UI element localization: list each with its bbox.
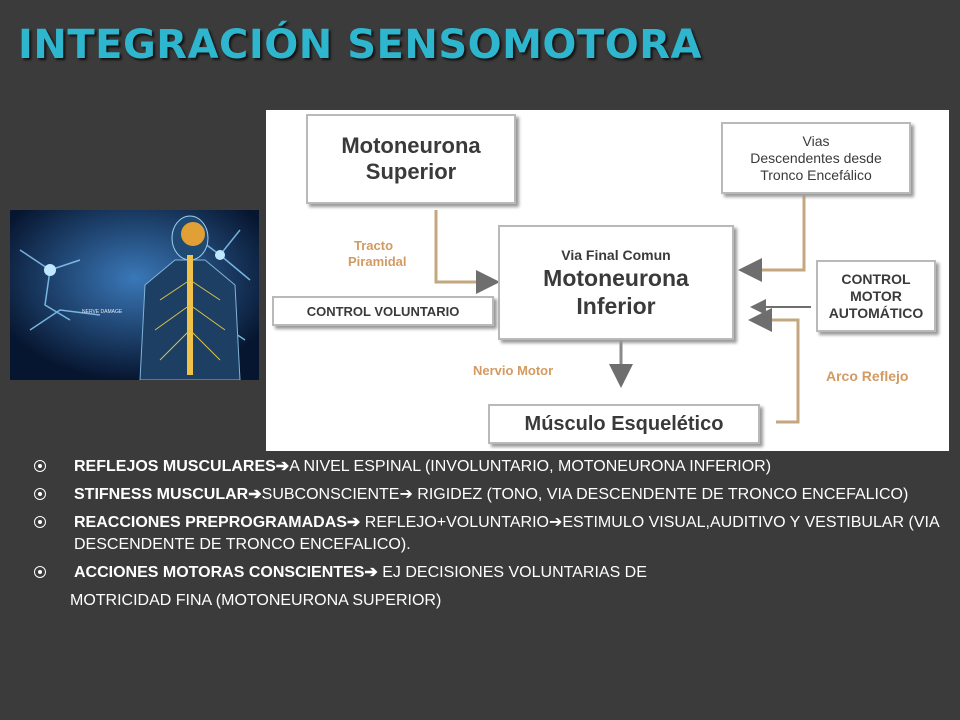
slide-title: INTEGRACIÓN SENSOMOTORA (18, 22, 702, 68)
bullet-icon (34, 488, 46, 500)
label-tracto-piramidal: Tracto Piramidal (348, 238, 407, 269)
list-item: REACCIONES PREPROGRAMADAS➔ REFLEJO+VOLUN… (34, 512, 944, 556)
list-item: REFLEJOS MUSCULARES➔A NIVEL ESPINAL (INV… (34, 456, 944, 478)
box-vias-descendentes: Vias Descendentes desde Tronco Encefálic… (721, 122, 911, 194)
bullet-list: REFLEJOS MUSCULARES➔A NIVEL ESPINAL (INV… (34, 456, 944, 612)
box-motoneurona-superior: Motoneurona Superior (306, 114, 516, 204)
bullet-icon (34, 460, 46, 472)
motor-control-diagram: Motoneurona Superior Vias Descendentes d… (266, 110, 949, 451)
nervous-system-image: NERVE DAMAGE (10, 210, 259, 380)
bullet-icon (34, 516, 46, 528)
box-musculo-esqueletico: Músculo Esquelético (488, 404, 760, 444)
box-control-voluntario: CONTROL VOLUNTARIO (272, 296, 494, 326)
box-control-motor-automatico: CONTROL MOTOR AUTOMÁTICO (816, 260, 936, 332)
label-arco-reflejo: Arco Reflejo (826, 368, 909, 384)
label-nervio-motor: Nervio Motor (473, 363, 554, 378)
image-caption: NERVE DAMAGE (82, 309, 123, 315)
list-item: STIFNESS MUSCULAR➔SUBCONSCIENTE➔ RIGIDEZ… (34, 484, 944, 506)
human-nervous-system-icon: NERVE DAMAGE (10, 210, 259, 380)
box-motoneurona-inferior: Via Final Comun Motoneurona Inferior (498, 225, 734, 340)
list-item-continuation: MOTRICIDAD FINA (MOTONEURONA SUPERIOR) (70, 592, 442, 609)
bullet-icon (34, 566, 46, 578)
list-item: ACCIONES MOTORAS CONSCIENTES➔ EJ DECISIO… (34, 562, 944, 584)
arrow-piramidal (434, 210, 500, 294)
diagram-arrows (434, 195, 811, 424)
arrow-vias (738, 195, 806, 282)
arrow-arco-reflejo (748, 308, 800, 424)
